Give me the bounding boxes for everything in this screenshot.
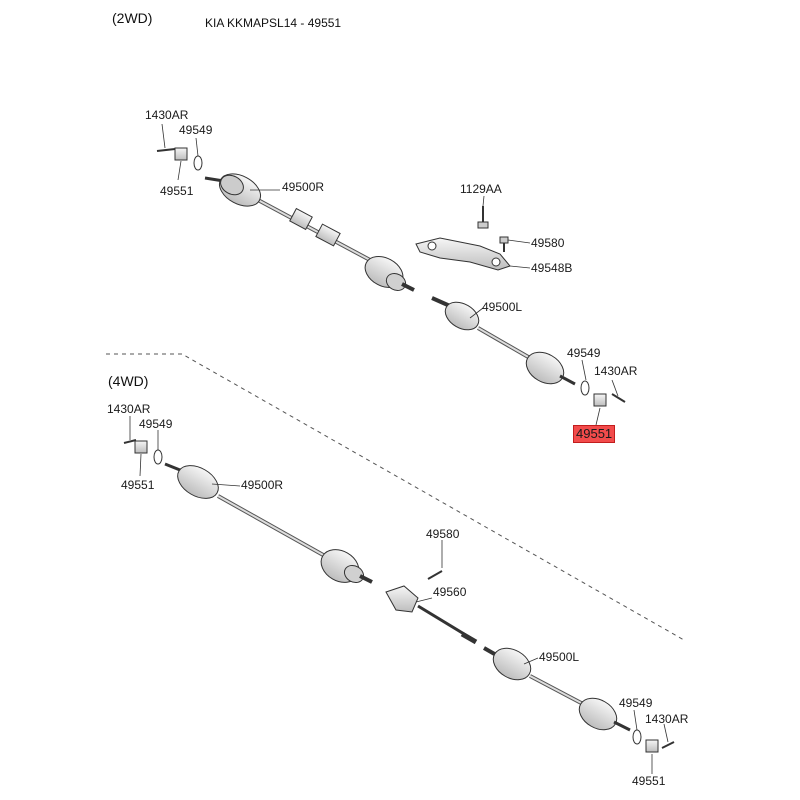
nut-49551-2wd-bottom[interactable] (593, 393, 607, 407)
part-label-49500R-4wd[interactable]: 49500R (241, 478, 284, 492)
part-label-49549-2wd-top[interactable]: 49549 (179, 123, 213, 137)
lock-pin-1430AR-4wd-top[interactable] (123, 439, 137, 444)
leader-lines (129, 123, 669, 774)
lock-pin-1430AR-2wd-top[interactable] (156, 148, 176, 152)
lock-pin-1430AR-2wd-bottom[interactable] (611, 393, 626, 403)
part-label-1430AR-2wd-top[interactable]: 1430AR (145, 108, 189, 122)
part-label-49549-4wd-top[interactable]: 49549 (139, 417, 173, 431)
washer-49549-4wd-bottom[interactable] (632, 729, 642, 745)
part-label-49549-4wd-bottom[interactable]: 49549 (619, 696, 653, 710)
part-label-1430AR-4wd-top[interactable]: 1430AR (107, 402, 151, 416)
drive-shaft-49500L-4wd[interactable] (483, 642, 631, 736)
part-label-49500L-2wd[interactable]: 49500L (482, 300, 523, 314)
nut-49551-4wd-top[interactable] (134, 440, 148, 454)
bearing-bracket-49548B[interactable] (415, 237, 511, 271)
page-title: KIA KKMAPSL14 - 49551 (205, 16, 342, 30)
bolt-49580-4wd[interactable] (427, 570, 443, 580)
part-label-49580-2wd[interactable]: 49580 (531, 236, 565, 250)
washer-49549-4wd-top[interactable] (153, 449, 163, 465)
part-label-49551-2wd-top[interactable]: 49551 (160, 184, 194, 198)
drive-shaft-49500R-4wd[interactable] (164, 459, 373, 589)
part-label-49551-4wd-top[interactable]: 49551 (121, 478, 155, 492)
intermediate-shaft-49560[interactable] (385, 585, 478, 645)
part-label-1430AR-2wd-bottom[interactable]: 1430AR (594, 364, 638, 378)
part-label-1129AA[interactable]: 1129AA (460, 182, 502, 196)
part-label-1430AR-4wd-bottom[interactable]: 1430AR (645, 712, 689, 726)
bolt-49580-2wd[interactable] (499, 236, 509, 252)
bolt-1129AA[interactable] (477, 206, 489, 229)
drive-shaft-49500L-2wd[interactable] (431, 296, 576, 391)
part-label-49551-4wd-bottom[interactable]: 49551 (632, 774, 666, 788)
part-label-49549-2wd-bottom[interactable]: 49549 (567, 346, 601, 360)
section-label-2wd: (2WD) (112, 10, 153, 26)
part-label-49580-4wd[interactable]: 49580 (426, 527, 460, 541)
part-label-49560[interactable]: 49560 (433, 585, 467, 599)
nut-49551-4wd-bottom[interactable] (645, 739, 659, 753)
highlighted-part-label-49551[interactable]: 49551 (573, 425, 616, 443)
lock-pin-1430AR-4wd-bottom[interactable] (661, 741, 675, 749)
washer-49549-2wd-bottom[interactable] (580, 380, 590, 396)
section-label-4wd: (4WD) (108, 373, 149, 389)
part-label-49500R-2wd[interactable]: 49500R (282, 180, 325, 194)
4wd-section-boundary (106, 353, 685, 641)
part-label-49548B[interactable]: 49548B (531, 261, 573, 275)
nut-49551-2wd-top[interactable] (174, 147, 188, 161)
washer-49549-2wd-top[interactable] (193, 155, 203, 171)
drive-shaft-49500R-2wd[interactable] (204, 167, 415, 293)
part-label-49500L-4wd[interactable]: 49500L (539, 650, 580, 664)
